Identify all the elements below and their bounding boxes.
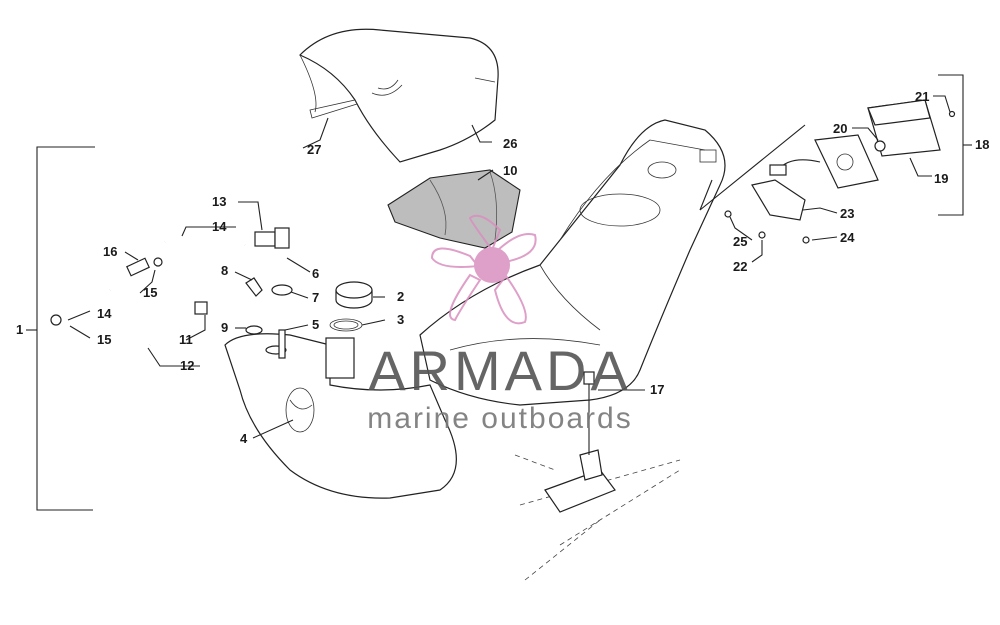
- callout-1: 1: [16, 322, 23, 337]
- callout-2: 2: [397, 289, 404, 304]
- callout-11: 11: [179, 332, 193, 347]
- seat-latch-assembly: [514, 371, 681, 581]
- watermark-tagline: marine outboards: [367, 402, 632, 435]
- callout-8: 8: [221, 263, 228, 278]
- callout-9: 9: [221, 320, 228, 335]
- callout-19: 19: [934, 171, 948, 186]
- callout-7: 7: [312, 290, 319, 305]
- callout-16: 16: [103, 244, 117, 259]
- callout-13: 13: [212, 194, 226, 209]
- callout-6: 6: [312, 266, 319, 281]
- callout-18: 18: [975, 137, 989, 152]
- fuel-line-assembly: [50, 227, 293, 359]
- callout-17: 17: [650, 382, 664, 397]
- callout-26: 26: [503, 136, 517, 151]
- callout-labels: 1 2 3 4 5 6 7 8 9 10 11 12 13 14 14 15 1…: [16, 89, 989, 446]
- callout-15b: 15: [97, 332, 111, 347]
- callout-3: 3: [397, 312, 404, 327]
- seat-foam: [387, 169, 521, 249]
- callout-14a: 14: [212, 219, 227, 234]
- callout-15a: 15: [143, 285, 157, 300]
- callout-27: 27: [307, 142, 321, 157]
- callout-10: 10: [503, 163, 517, 178]
- callout-24: 24: [840, 230, 855, 245]
- armada-logo: [430, 214, 537, 325]
- seat-base: [419, 119, 726, 406]
- callout-20: 20: [833, 121, 847, 136]
- watermark-brand: ARMADA: [368, 339, 632, 402]
- fuel-cap: [335, 281, 373, 309]
- callout-12: 12: [180, 358, 194, 373]
- taillight-assembly: [724, 99, 956, 244]
- callout-5: 5: [312, 317, 319, 332]
- leader-lines: [26, 74, 972, 511]
- callout-23: 23: [840, 206, 854, 221]
- seat-cover: [298, 28, 499, 163]
- callout-14b: 14: [97, 306, 112, 321]
- fuel-cap-gasket: [329, 318, 363, 332]
- callout-21: 21: [915, 89, 929, 104]
- callout-22: 22: [733, 259, 747, 274]
- callout-4: 4: [240, 431, 248, 446]
- callout-25: 25: [733, 234, 747, 249]
